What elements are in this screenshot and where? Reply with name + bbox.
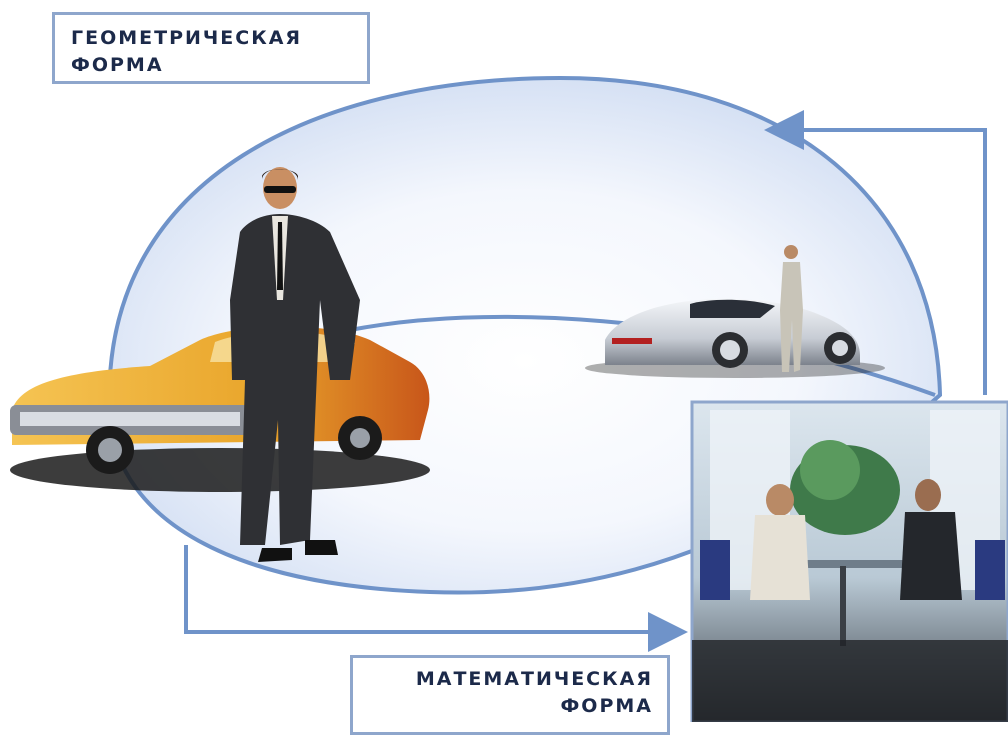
yellow-car-illustration bbox=[10, 326, 430, 492]
geometric-form-line-1: ГЕОМЕТРИЧЕСКАЯ bbox=[71, 27, 303, 49]
top-right-connector bbox=[764, 110, 987, 395]
mathematical-form-line-2: ФОРМА bbox=[560, 695, 653, 717]
office-meeting-illustration bbox=[690, 400, 1008, 722]
bottom-left-connector bbox=[184, 545, 688, 652]
man-in-suit-illustration bbox=[230, 167, 360, 562]
standing-man-illustration bbox=[780, 245, 803, 372]
mathematical-form-label: МАТЕМАТИЧЕСКАЯ ФОРМА bbox=[350, 655, 670, 735]
geometric-form-line-2: ФОРМА bbox=[71, 54, 164, 76]
mathematical-form-line-1: МАТЕМАТИЧЕСКАЯ bbox=[415, 668, 653, 690]
geometric-form-label: ГЕОМЕТРИЧЕСКАЯ ФОРМА bbox=[52, 12, 370, 84]
